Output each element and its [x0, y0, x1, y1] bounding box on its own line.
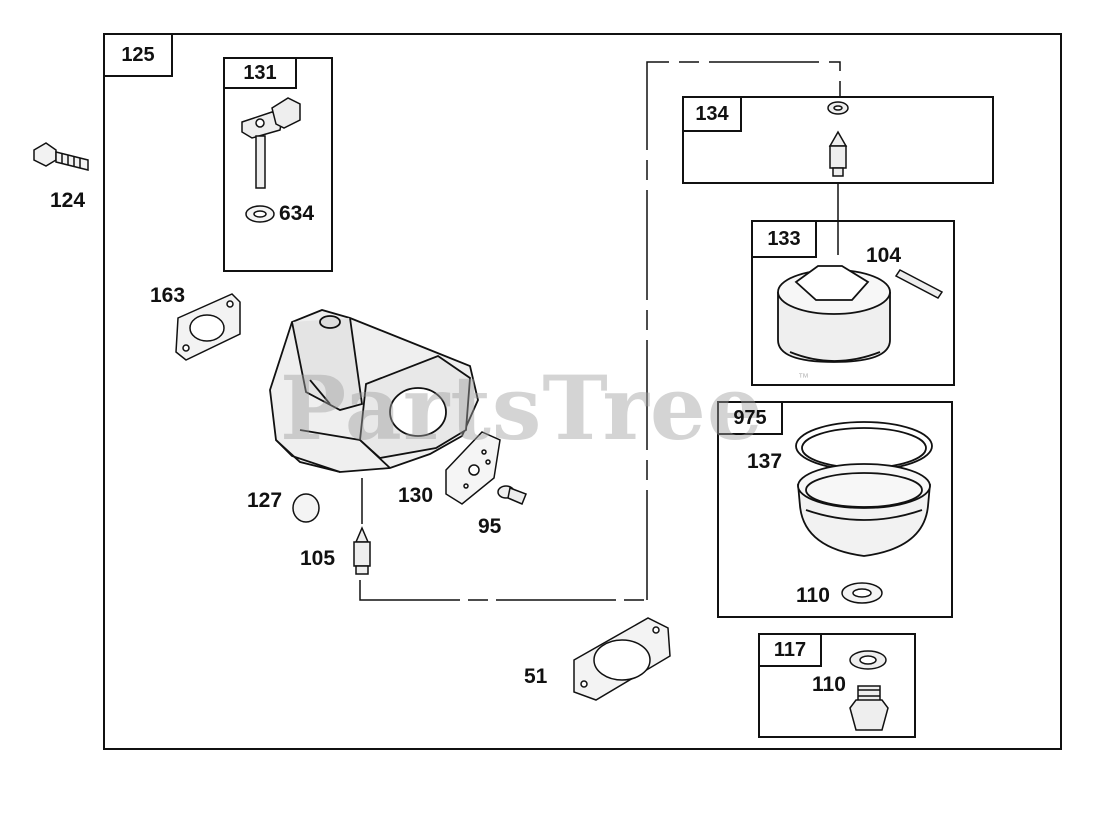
group-tag-134 — [682, 96, 742, 132]
part-label-124[interactable]: 124 — [50, 189, 86, 212]
plate-icon-130 — [445, 431, 501, 505]
part-label-104[interactable]: 104 — [866, 244, 902, 267]
washer-icon-110 — [841, 582, 883, 604]
group-label-975[interactable]: 975 — [733, 407, 767, 429]
inlet-needle-icon-134 — [827, 101, 849, 177]
part-label-110-bolt[interactable]: 110 — [812, 673, 846, 696]
bowl-bolt-icon-117 — [849, 650, 889, 731]
part-label-137[interactable]: 137 — [747, 450, 783, 473]
float-bowl-icon-975 — [795, 421, 933, 557]
watermark-trademark: ™ — [798, 372, 809, 384]
screw-icon-95 — [497, 485, 527, 505]
part-label-634[interactable]: 634 — [279, 202, 315, 225]
bolt-icon-124 — [33, 142, 89, 171]
group-label-133[interactable]: 133 — [767, 228, 801, 250]
watermark: PartsTree — [280, 356, 764, 460]
plug-icon-127 — [292, 493, 320, 523]
group-label-131[interactable]: 131 — [243, 62, 277, 84]
carburetor-body-icon — [269, 309, 479, 473]
part-label-163[interactable]: 163 — [150, 284, 186, 307]
part-label-95[interactable]: 95 — [478, 515, 502, 538]
part-label-130[interactable]: 130 — [398, 484, 434, 507]
throttle-shaft-icon — [241, 97, 301, 223]
group-label-125[interactable]: 125 — [121, 44, 155, 66]
group-frame-975 — [717, 401, 953, 618]
gasket-icon-51 — [573, 617, 671, 701]
pin-icon-104 — [894, 269, 944, 299]
float-icon-133 — [777, 265, 891, 363]
connector-lines — [359, 61, 841, 601]
group-frame-117 — [758, 633, 916, 738]
part-label-105[interactable]: 105 — [300, 547, 336, 570]
group-label-117[interactable]: 117 — [773, 639, 807, 661]
group-tag-133 — [751, 220, 817, 258]
group-tag-117 — [758, 633, 822, 667]
part-label-127[interactable]: 127 — [247, 489, 283, 512]
gasket-icon-163 — [175, 293, 241, 361]
group-frame-133 — [751, 220, 955, 386]
group-frame-125 — [103, 33, 1062, 750]
needle-icon-105 — [353, 526, 371, 575]
group-frame-131 — [223, 57, 333, 272]
part-label-51[interactable]: 51 — [524, 665, 548, 688]
group-tag-975 — [717, 401, 783, 435]
part-label-110-bowl[interactable]: 110 — [796, 584, 830, 607]
group-label-134[interactable]: 134 — [695, 103, 729, 125]
group-tag-125 — [103, 33, 173, 77]
group-tag-131 — [223, 57, 297, 89]
